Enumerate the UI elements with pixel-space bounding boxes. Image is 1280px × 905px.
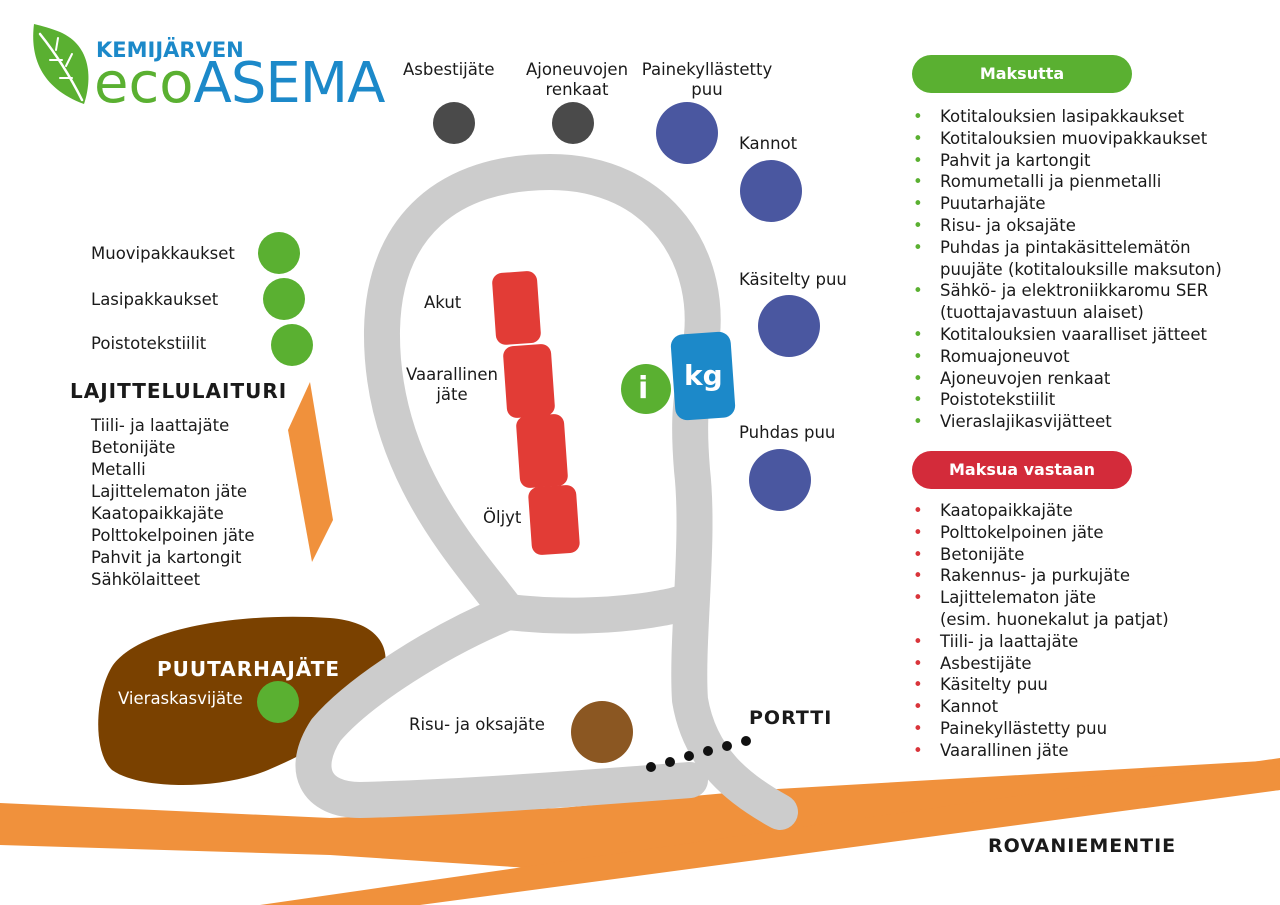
paid-list: Kaatopaikkajäte Polttokelpoinen jäte Bet… bbox=[913, 500, 1169, 762]
scale-icon bbox=[670, 331, 736, 421]
free-item: Kotitalouksien vaaralliset jätteet bbox=[913, 324, 1222, 346]
free-item: Romumetalli ja pienmetalli bbox=[913, 171, 1222, 193]
paid-item: Asbestijäte bbox=[913, 653, 1169, 675]
batteries-container bbox=[492, 271, 541, 345]
asbestos-bin bbox=[433, 102, 475, 144]
free-item-line: Puhdas ja pintakäsittelemätön bbox=[940, 237, 1191, 257]
free-badge: Maksutta bbox=[912, 55, 1132, 93]
hazardous-containers bbox=[492, 271, 580, 555]
label-batteries: Akut bbox=[424, 293, 462, 312]
dock-item: Pahvit ja kartongit bbox=[91, 548, 242, 567]
free-item: Sähkö- ja elektroniikkaromu SER(tuottaja… bbox=[913, 280, 1222, 324]
label-road: ROVANIEMENTIE bbox=[988, 835, 1177, 857]
logo-ecoasema: ecoASEMA bbox=[94, 51, 386, 116]
sorting-dock-title: LAJITTELULAITURI bbox=[70, 379, 288, 403]
paid-badge: Maksua vastaan bbox=[912, 451, 1132, 489]
dock-item: Betonijäte bbox=[91, 438, 176, 457]
paid-item: Käsitelty puu bbox=[913, 674, 1169, 696]
label-treated-wood: Käsitelty puu bbox=[739, 270, 847, 289]
free-item: Kotitalouksien muovipakkaukset bbox=[913, 128, 1222, 150]
treated-wood-bin bbox=[758, 295, 820, 357]
free-item: Puutarhajäte bbox=[913, 193, 1222, 215]
label-gate: PORTTI bbox=[749, 707, 833, 729]
label-hazardous-1: Vaarallinen bbox=[406, 365, 498, 384]
label-tires-2: renkaat bbox=[545, 80, 609, 99]
pressure-treated-wood-bin bbox=[656, 102, 718, 164]
free-item: Vieraslajikasvijätteet bbox=[913, 411, 1222, 433]
label-pressure-2: puu bbox=[691, 80, 723, 99]
dock-item: Kaatopaikkajäte bbox=[91, 504, 224, 523]
plastic-packaging-bin bbox=[258, 232, 300, 274]
textile-bin bbox=[271, 324, 313, 366]
label-oils: Öljyt bbox=[483, 508, 522, 527]
paid-item-line: (esim. huonekalut ja patjat) bbox=[940, 609, 1169, 629]
tires-bin bbox=[552, 102, 594, 144]
free-item: Pahvit ja kartongit bbox=[913, 150, 1222, 172]
label-tires-1: Ajoneuvojen bbox=[525, 60, 629, 79]
free-list: Kotitalouksien lasipakkaukset Kotitalouk… bbox=[913, 106, 1222, 433]
label-branches: Risu- ja oksajäte bbox=[409, 715, 545, 734]
paid-item: Painekyllästetty puu bbox=[913, 718, 1169, 740]
dock-item: Tiili- ja laattajäte bbox=[91, 416, 230, 435]
scale-icon-label: kg bbox=[684, 359, 723, 392]
dock-item: Lajittelematon jäte bbox=[91, 482, 248, 501]
info-icon bbox=[621, 364, 671, 414]
dock-item: Sähkölaitteet bbox=[91, 570, 201, 589]
paid-item: Betonijäte bbox=[913, 544, 1169, 566]
free-item-line: Sähkö- ja elektroniikkaromu SER bbox=[940, 281, 1209, 301]
garden-waste-title: PUUTARHAJÄTE bbox=[157, 657, 340, 681]
dock-item: Polttokelpoinen jäte bbox=[91, 526, 255, 545]
label-asbestos: Asbestijäte bbox=[403, 60, 495, 79]
free-item-line: (tuottajavastuun alaiset) bbox=[940, 303, 1144, 323]
label-glass: Lasipakkaukset bbox=[91, 290, 219, 309]
free-item: Kotitalouksien lasipakkaukset bbox=[913, 106, 1222, 128]
clean-wood-bin bbox=[749, 449, 811, 511]
paid-item: Vaarallinen jäte bbox=[913, 740, 1169, 762]
label-plastic: Muovipakkaukset bbox=[91, 244, 235, 263]
oils-container bbox=[528, 485, 580, 555]
label-hazardous-2: jäte bbox=[436, 385, 468, 404]
paid-item: Polttokelpoinen jäte bbox=[913, 522, 1169, 544]
dock-item: Metalli bbox=[91, 460, 146, 479]
stumps-bin bbox=[740, 160, 802, 222]
free-item: Risu- ja oksajäte bbox=[913, 215, 1222, 237]
label-textile: Poistotekstiilit bbox=[91, 334, 207, 353]
label-clean-wood: Puhdas puu bbox=[739, 423, 836, 442]
rovaniementie-road bbox=[0, 760, 1280, 870]
paid-item: Kaatopaikkajäte bbox=[913, 500, 1169, 522]
paid-item: Lajittelematon jäte(esim. huonekalut ja … bbox=[913, 587, 1169, 631]
paid-item-line: Lajittelematon jäte bbox=[940, 588, 1097, 608]
free-item: Poistotekstiilit bbox=[913, 389, 1222, 411]
free-item: Romuajoneuvot bbox=[913, 346, 1222, 368]
free-item-line: puujäte (kotitalouksille maksuton) bbox=[940, 259, 1222, 279]
gate-dots bbox=[646, 736, 751, 772]
logo-kemijarven: KEMIJÄRVEN bbox=[96, 38, 244, 62]
glass-packaging-bin bbox=[263, 278, 305, 320]
paid-item: Kannot bbox=[913, 696, 1169, 718]
leaf-logo-icon bbox=[33, 24, 89, 104]
hazardous-container-1 bbox=[503, 344, 555, 418]
sorting-dock-list: Tiili- ja laattajäte Betonijäte Metalli … bbox=[91, 415, 255, 591]
info-icon-letter: i bbox=[638, 371, 649, 406]
garden-waste-sub: Vieraskasvijäte bbox=[118, 689, 243, 708]
highway-diagonal bbox=[260, 758, 1280, 905]
paid-item: Rakennus- ja purkujäte bbox=[913, 565, 1169, 587]
hazardous-container-2 bbox=[516, 414, 568, 488]
logo-eco: eco bbox=[94, 51, 194, 116]
free-item: Ajoneuvojen renkaat bbox=[913, 368, 1222, 390]
logo-asema: ASEMA bbox=[193, 51, 386, 116]
sorting-dock bbox=[288, 382, 333, 562]
paid-item: Tiili- ja laattajäte bbox=[913, 631, 1169, 653]
label-stumps: Kannot bbox=[739, 134, 798, 153]
label-pressure-1: Painekyllästetty bbox=[641, 60, 773, 79]
internal-road bbox=[295, 154, 798, 830]
branches-bin bbox=[571, 701, 633, 763]
invasive-plants-bin bbox=[257, 681, 299, 723]
